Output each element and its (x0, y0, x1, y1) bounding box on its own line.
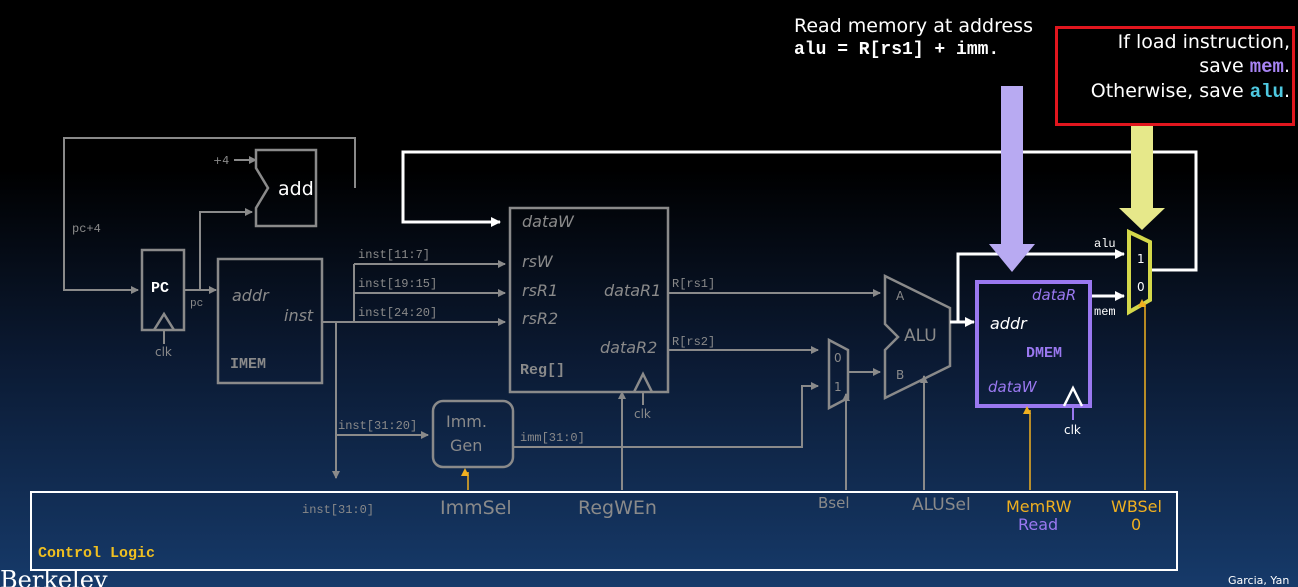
dmem-block (975, 280, 1092, 408)
dmem-dataR-label: dataR (1032, 286, 1077, 304)
footer-left-text: Berkeley (0, 570, 108, 587)
reg-rsR2-label: rsR2 (522, 309, 559, 328)
reg-rsW-label: rsW (522, 252, 553, 271)
imem-name: IMEM (230, 356, 267, 373)
bsel-mux-0: 0 (834, 351, 842, 365)
active-wires (401, 150, 1198, 327)
regwen-signal: RegWEn (578, 497, 657, 519)
wbsel-signal: WBSel (1111, 497, 1162, 516)
imem-inst-label: inst (284, 306, 314, 325)
bsel-mux (827, 337, 850, 411)
pc-register (140, 248, 186, 332)
memrw-signal: MemRW (1006, 497, 1072, 516)
immgen-line2: Gen (450, 436, 483, 455)
callout-wb-line3: Otherwise, save alu. (1090, 80, 1290, 103)
wb-mux-1: 1 (1137, 252, 1145, 266)
callout-wb-line2: save mem. (1199, 55, 1290, 78)
alu-label: ALU (904, 326, 937, 346)
callout-read-memory: Read memory at address alu = R[rs1] + im… (794, 14, 1033, 62)
dmem-name: DMEM (1026, 345, 1063, 362)
wb-mux-0: 0 (1137, 280, 1145, 294)
imem-addr-label: addr (232, 286, 269, 305)
alu-shape (883, 273, 952, 401)
callout-wb-alu-code: alu (1249, 81, 1284, 103)
bsel-signal: Bsel (818, 494, 850, 512)
alu-a-label: A (896, 289, 905, 303)
control-signals (461, 299, 1146, 490)
inst-24-20-label: inst[24:20] (358, 306, 438, 320)
inst-31-0-label: inst[31:0] (302, 503, 375, 517)
inactive-wires (63, 137, 928, 490)
dmem-clk-label: clk (1064, 423, 1081, 437)
reg-clk-label: clk (634, 407, 651, 421)
alusel-signal: ALUSel (912, 495, 971, 515)
wb-mem-label: mem (1094, 305, 1116, 319)
regfile-block (508, 206, 670, 394)
imem-block (216, 257, 324, 385)
callout-wb-mem-code: mem (1249, 56, 1284, 78)
control-logic-title: Control Logic (38, 545, 156, 562)
purple-callout-arrow (989, 86, 1035, 272)
immgen-block (431, 399, 515, 469)
plus4-label: +4 (213, 154, 230, 167)
alu-b-label: B (896, 368, 905, 382)
reg-dataR1-label: dataR1 (604, 281, 662, 300)
pc-clk-label: clk (155, 345, 172, 359)
adder-label: add (278, 178, 314, 200)
pc-label: PC (151, 280, 170, 297)
inst-11-7-label: inst[11:7] (358, 248, 431, 262)
reg-rsR1-label: rsR1 (522, 281, 559, 300)
adder-shape (254, 148, 318, 228)
callout-writeback: If load instruction, save mem. Otherwise… (1062, 30, 1290, 104)
pc-wire-label: pc (190, 298, 204, 310)
immgen-line1: Imm. (446, 412, 487, 431)
dmem-dataW-label: dataW (988, 378, 1037, 396)
callout-wb-line2-prefix: save (1199, 55, 1250, 77)
inst-31-20-label: inst[31:20] (338, 419, 418, 433)
callout-wb-line3-prefix: Otherwise, save (1090, 80, 1250, 102)
callout-writeback-box (1055, 26, 1295, 126)
callout-read-line1: Read memory at address (794, 15, 1033, 37)
yellow-callout-arrow (1119, 124, 1165, 230)
immsel-signal: ImmSel (440, 497, 512, 519)
reg-dataW-label: dataW (522, 212, 574, 231)
reg-dataR2-label: dataR2 (600, 338, 658, 357)
footer-right-text: Garcia, Yan (1228, 574, 1290, 587)
wbsel-value: 0 (1131, 515, 1142, 534)
callout-read-line2: alu = R[rs1] + imm. (794, 40, 1000, 60)
dmem-addr-label: addr (990, 314, 1027, 333)
control-logic-box (30, 491, 1178, 571)
pc4-label: pc+4 (72, 222, 101, 236)
imm-label: imm[31:0] (520, 431, 585, 445)
wbsel-mux (1127, 228, 1152, 316)
r-rs1-label: R[rs1] (672, 277, 716, 291)
bsel-mux-1: 1 (834, 380, 842, 394)
wb-alu-label: alu (1094, 237, 1116, 251)
r-rs2-label: R[rs2] (672, 335, 716, 349)
regfile-name: Reg[] (520, 362, 566, 379)
callout-wb-line1: If load instruction, (1117, 31, 1290, 53)
inactive-blocks (140, 148, 952, 469)
inst-19-15-label: inst[19:15] (358, 277, 438, 291)
memrw-value: Read (1018, 515, 1059, 534)
